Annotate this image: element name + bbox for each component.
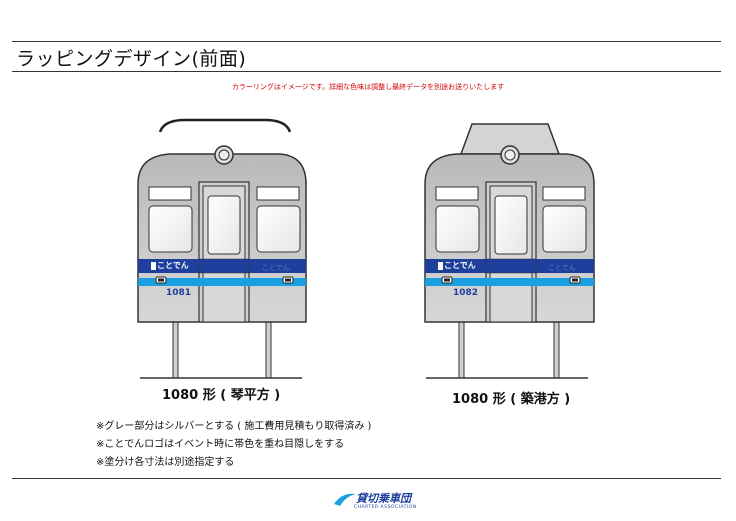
color-note: カラーリングはイメージです。詳細な色味は調整し最終データを別途お送りいたします (231, 83, 505, 91)
train-1081-number: 1081 (166, 288, 192, 298)
charter-association-logo: 貸切乗車団 CHARTER ASSOCIATION (332, 488, 422, 512)
train-1081: ことでん (137, 118, 307, 379)
train-1081-caption: 1080 形 ( 琴平方 ) (162, 388, 281, 403)
svg-text:ことでん: ことでん (262, 264, 290, 272)
train-1081-logo-text: ことでん (157, 261, 189, 270)
train-1082-caption: 1080 形 ( 築港方 ) (452, 392, 571, 407)
train-1082-logo-text: ことでん (444, 261, 476, 270)
page-title: ラッピングデザイン(前面) (16, 48, 247, 70)
remark-item: ※グレー部分はシルバーとする ( 施工費用見積もり取得済み ) (96, 421, 372, 432)
train-1082-number: 1082 (453, 288, 479, 298)
svg-text:ことでん: ことでん (548, 264, 576, 272)
remark-item: ※ことでんロゴはイベント時に帯色を重ね目隠しをする (96, 439, 345, 450)
swoosh-icon (334, 493, 356, 506)
footer-rule (12, 478, 721, 479)
logo-text: 貸切乗車団 (356, 492, 411, 505)
train-1082: ことでん (424, 123, 595, 379)
title-rule-bottom (12, 71, 721, 72)
remarks-list: ※グレー部分はシルバーとする ( 施工費用見積もり取得済み ) ※ことでんロゴは… (96, 418, 371, 472)
remark-item: ※塗分け各寸法は別途指定する (96, 457, 235, 468)
logo-subtext: CHARTER ASSOCIATION (354, 505, 417, 510)
title-rule-top (12, 41, 721, 42)
